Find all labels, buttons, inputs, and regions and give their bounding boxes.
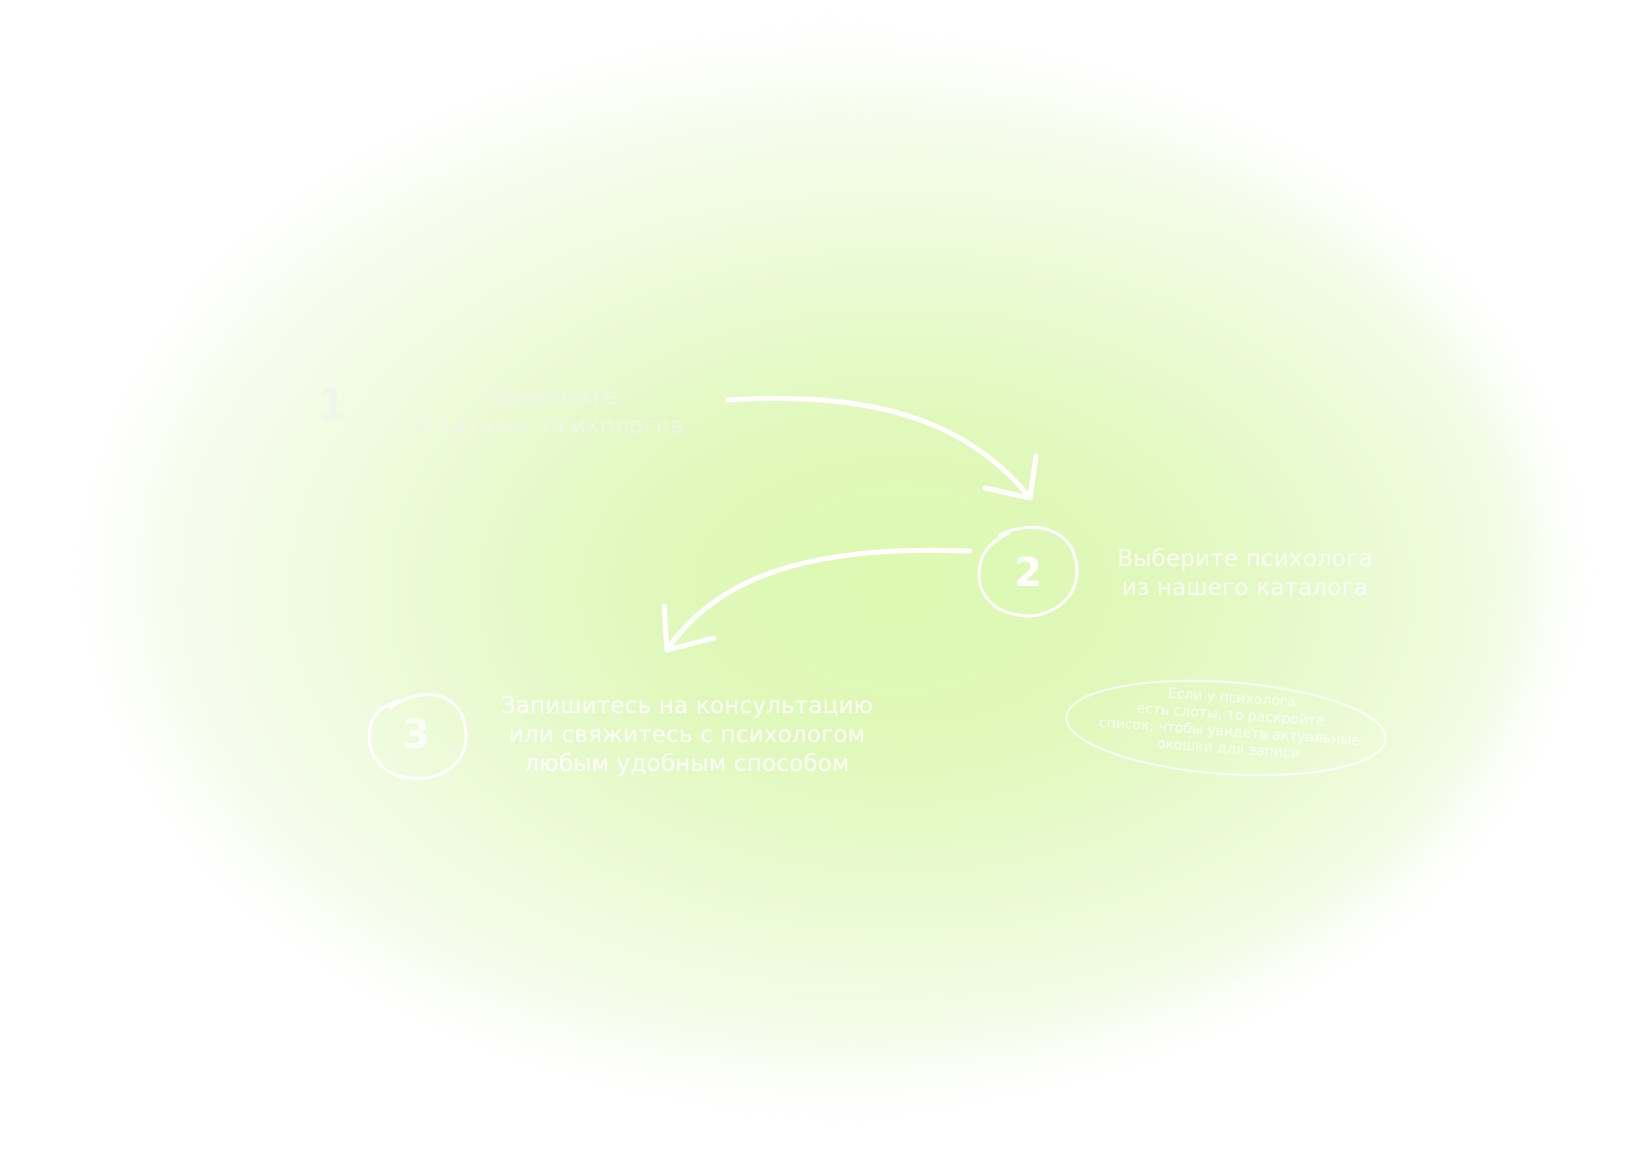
note-oval-icon <box>1065 679 1387 777</box>
step3-circle-icon <box>367 693 468 781</box>
step2-text-line2: из нашего каталога <box>1121 575 1369 601</box>
step3-text-line2: или свяжитесь с психологом <box>508 722 866 748</box>
arrow-step2-to-step3-icon <box>661 547 973 653</box>
step3-text-line3: любым удобным способом <box>524 751 850 777</box>
step3-text[interactable]: Запишитесь на консультацию или свяжитесь… <box>492 692 882 779</box>
background-glow <box>120 70 1540 1070</box>
step2-number: 2 <box>1014 550 1042 596</box>
step2-text[interactable]: Выберите психолога из нашего каталога <box>1110 545 1380 603</box>
step3-number: 3 <box>402 712 430 758</box>
step1-number: 1 <box>317 380 347 429</box>
step3-text-line1: Запишитесь на консультацию <box>500 693 874 719</box>
step1-text-line1: Перейдите <box>482 384 618 410</box>
step2-circle-icon <box>977 525 1079 618</box>
step1-text[interactable]: Перейдите в каталог психологов <box>400 383 700 441</box>
step1-text-line2: в каталог психологов <box>416 413 684 439</box>
step2-text-line1: Выберите психолога <box>1117 546 1373 572</box>
arrow-step1-to-step2-icon <box>725 395 1039 501</box>
